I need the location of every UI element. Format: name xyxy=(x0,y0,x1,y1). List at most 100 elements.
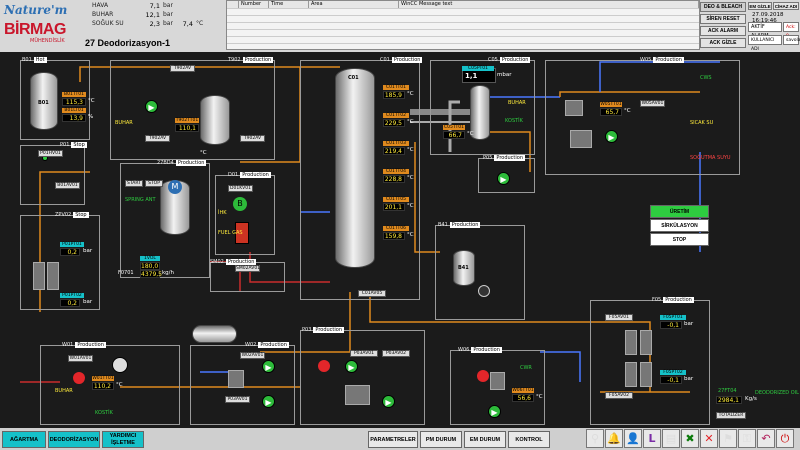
pump-b41[interactable] xyxy=(478,285,490,297)
d01-burner[interactable] xyxy=(235,222,249,244)
key-icon[interactable]: ⚿ xyxy=(738,429,756,448)
vessel-b01[interactable] xyxy=(30,72,58,130)
t902-valve-left[interactable]: T902AV xyxy=(145,135,170,142)
section-w06-name: W06 xyxy=(458,347,470,353)
nav-pm-durum[interactable]: PM DURUM xyxy=(420,431,462,448)
aktif-alarm-label: AKTİF ALARM xyxy=(748,22,782,39)
pump-w02-b[interactable]: ▶ xyxy=(262,395,275,408)
msg-col-area[interactable]: Area xyxy=(309,1,399,8)
pump-p05[interactable]: ▶ xyxy=(497,172,510,185)
msg-col-number[interactable]: Number xyxy=(239,1,269,8)
flag-icon[interactable]: ⚑ xyxy=(719,429,737,448)
nav-deodorizasyon[interactable]: DEODORİZASYON xyxy=(48,431,100,448)
sm02-valve[interactable]: SM02AV01 xyxy=(235,265,261,272)
p03-valve-a[interactable]: P03AV01 xyxy=(350,350,378,357)
msg-row[interactable] xyxy=(227,22,699,29)
filter-f05-a[interactable] xyxy=(625,330,637,355)
nav-parametreler[interactable]: PARAMETRELER xyxy=(368,431,418,448)
tools-icon[interactable]: ✖ xyxy=(681,429,699,448)
msg-row[interactable] xyxy=(227,15,699,22)
d01-blower[interactable]: B xyxy=(233,197,247,211)
pump-w05[interactable]: ▶ xyxy=(605,130,618,143)
d01-valve[interactable]: D01KV01 xyxy=(228,185,253,192)
w05-temp-value: 65,7 xyxy=(600,108,622,116)
msg-col-time[interactable]: Time xyxy=(269,1,309,8)
hx-w05-b[interactable] xyxy=(570,130,592,148)
user-icon[interactable]: 👤 xyxy=(624,429,642,448)
c01-t6-value: 159,8 xyxy=(383,232,405,240)
cihaz-adi-button[interactable]: CİHAZ ADI xyxy=(773,2,799,10)
filter-zpv02-b[interactable] xyxy=(47,262,59,290)
pump-w02[interactable]: ▶ xyxy=(262,360,275,373)
section-w01 xyxy=(40,345,180,425)
column-c01[interactable] xyxy=(335,68,375,268)
pump-p03[interactable]: ▶ xyxy=(345,360,358,373)
login-icon[interactable]: L xyxy=(643,429,661,448)
f05-valve-a[interactable]: F05AV01 xyxy=(605,314,633,321)
d01-ihk-label: İHK xyxy=(218,210,227,216)
horizontal-tank[interactable] xyxy=(192,325,237,343)
power-icon[interactable]: ⏻ xyxy=(776,429,794,448)
section-b41 xyxy=(435,225,525,320)
msg-row[interactable] xyxy=(227,36,699,43)
pump-p03-b[interactable]: ▶ xyxy=(382,395,395,408)
vacuum-value: 1,1 xyxy=(465,72,478,80)
nav-em-durum[interactable]: EM DURUM xyxy=(464,431,506,448)
siren-reset-button[interactable]: SİREN RESET xyxy=(700,14,746,24)
pump-t902[interactable]: ▶ xyxy=(145,100,158,113)
filter-f05-c[interactable] xyxy=(625,362,637,387)
section-c05-state: Production xyxy=(499,57,531,63)
birmag-logo-sub: MÜHENDİSLİK xyxy=(30,38,65,44)
filter-zpv02-a[interactable] xyxy=(33,262,45,290)
f05-valve-b[interactable]: F05AV02 xyxy=(605,392,633,399)
vessel-b41[interactable] xyxy=(453,250,475,286)
deodorized-oil-label: DEODORIZED OIL xyxy=(755,390,799,396)
w06-temp-tag: W06TT01 xyxy=(512,388,534,393)
alarm-bell-icon[interactable]: 🔔 xyxy=(605,429,623,448)
vessel-c05[interactable] xyxy=(470,85,490,140)
msg-col-text[interactable]: WinCC Message text xyxy=(399,1,699,8)
p03-valve-b[interactable]: P03AV02 xyxy=(382,350,410,357)
pump-w06[interactable]: ▶ xyxy=(488,405,501,418)
msg-row[interactable] xyxy=(227,43,699,50)
nav-kontrol[interactable]: KONTROL xyxy=(508,431,550,448)
hx-w02[interactable] xyxy=(228,370,244,388)
ack-gizle-button[interactable]: ACK GİZLE xyxy=(700,38,746,48)
util-unit-buhar: bar xyxy=(163,11,173,18)
hx-p03[interactable] xyxy=(345,385,370,405)
vessel-t902[interactable] xyxy=(200,95,230,145)
filter-f05-b[interactable] xyxy=(640,330,652,355)
em-gizle-button[interactable]: EM GİZLE xyxy=(748,2,772,10)
mixer-motor-icon[interactable]: M xyxy=(168,180,182,194)
t904-stop-button[interactable]: STOP xyxy=(145,180,163,187)
w02-valve[interactable]: W02AV01 xyxy=(240,352,265,359)
w01-valve[interactable]: W01AV01 xyxy=(68,355,93,362)
back-icon[interactable]: ↶ xyxy=(757,429,775,448)
exit-icon[interactable]: ✕ xyxy=(700,429,718,448)
t904-start-button[interactable]: START xyxy=(125,180,143,187)
filter-f05-d[interactable] xyxy=(640,362,652,387)
uretim-button[interactable]: ÜRETİM xyxy=(650,205,709,218)
msg-row[interactable] xyxy=(227,29,699,36)
t902-valve-top[interactable]: T902AV xyxy=(170,65,195,72)
p01-valve[interactable]: P01HV01 xyxy=(38,150,63,157)
hx-w05[interactable] xyxy=(565,100,583,116)
search-icon[interactable]: ⚲ xyxy=(586,429,604,448)
p01-valve-2[interactable]: B01AV01 xyxy=(55,182,80,189)
hx-w06[interactable] xyxy=(490,372,505,390)
message-list[interactable]: Number Time Area WinCC Message text xyxy=(226,0,700,50)
nav-yardimci[interactable]: YARDIMCI İŞLETME xyxy=(102,431,144,448)
w02-valve-b[interactable]: P03AV01 xyxy=(225,396,250,403)
totalizer-button[interactable]: TOTALİZER xyxy=(716,412,746,419)
w01-tank[interactable] xyxy=(112,357,128,373)
t902-valve-right[interactable]: T902AV xyxy=(240,135,265,142)
msg-row[interactable] xyxy=(227,8,699,15)
stop-button[interactable]: STOP xyxy=(650,233,709,246)
report-icon[interactable]: ▤ xyxy=(662,429,680,448)
c01-bottom-valve[interactable]: C01AV05 xyxy=(358,290,386,297)
sirkulasyon-button[interactable]: SİRKÜLASYON xyxy=(650,219,709,232)
w05-valve[interactable]: W05AV01 xyxy=(640,100,665,107)
nav-agartma[interactable]: AĞARTMA xyxy=(2,431,46,448)
ack-alarm-button[interactable]: ACK ALARM xyxy=(700,26,746,36)
